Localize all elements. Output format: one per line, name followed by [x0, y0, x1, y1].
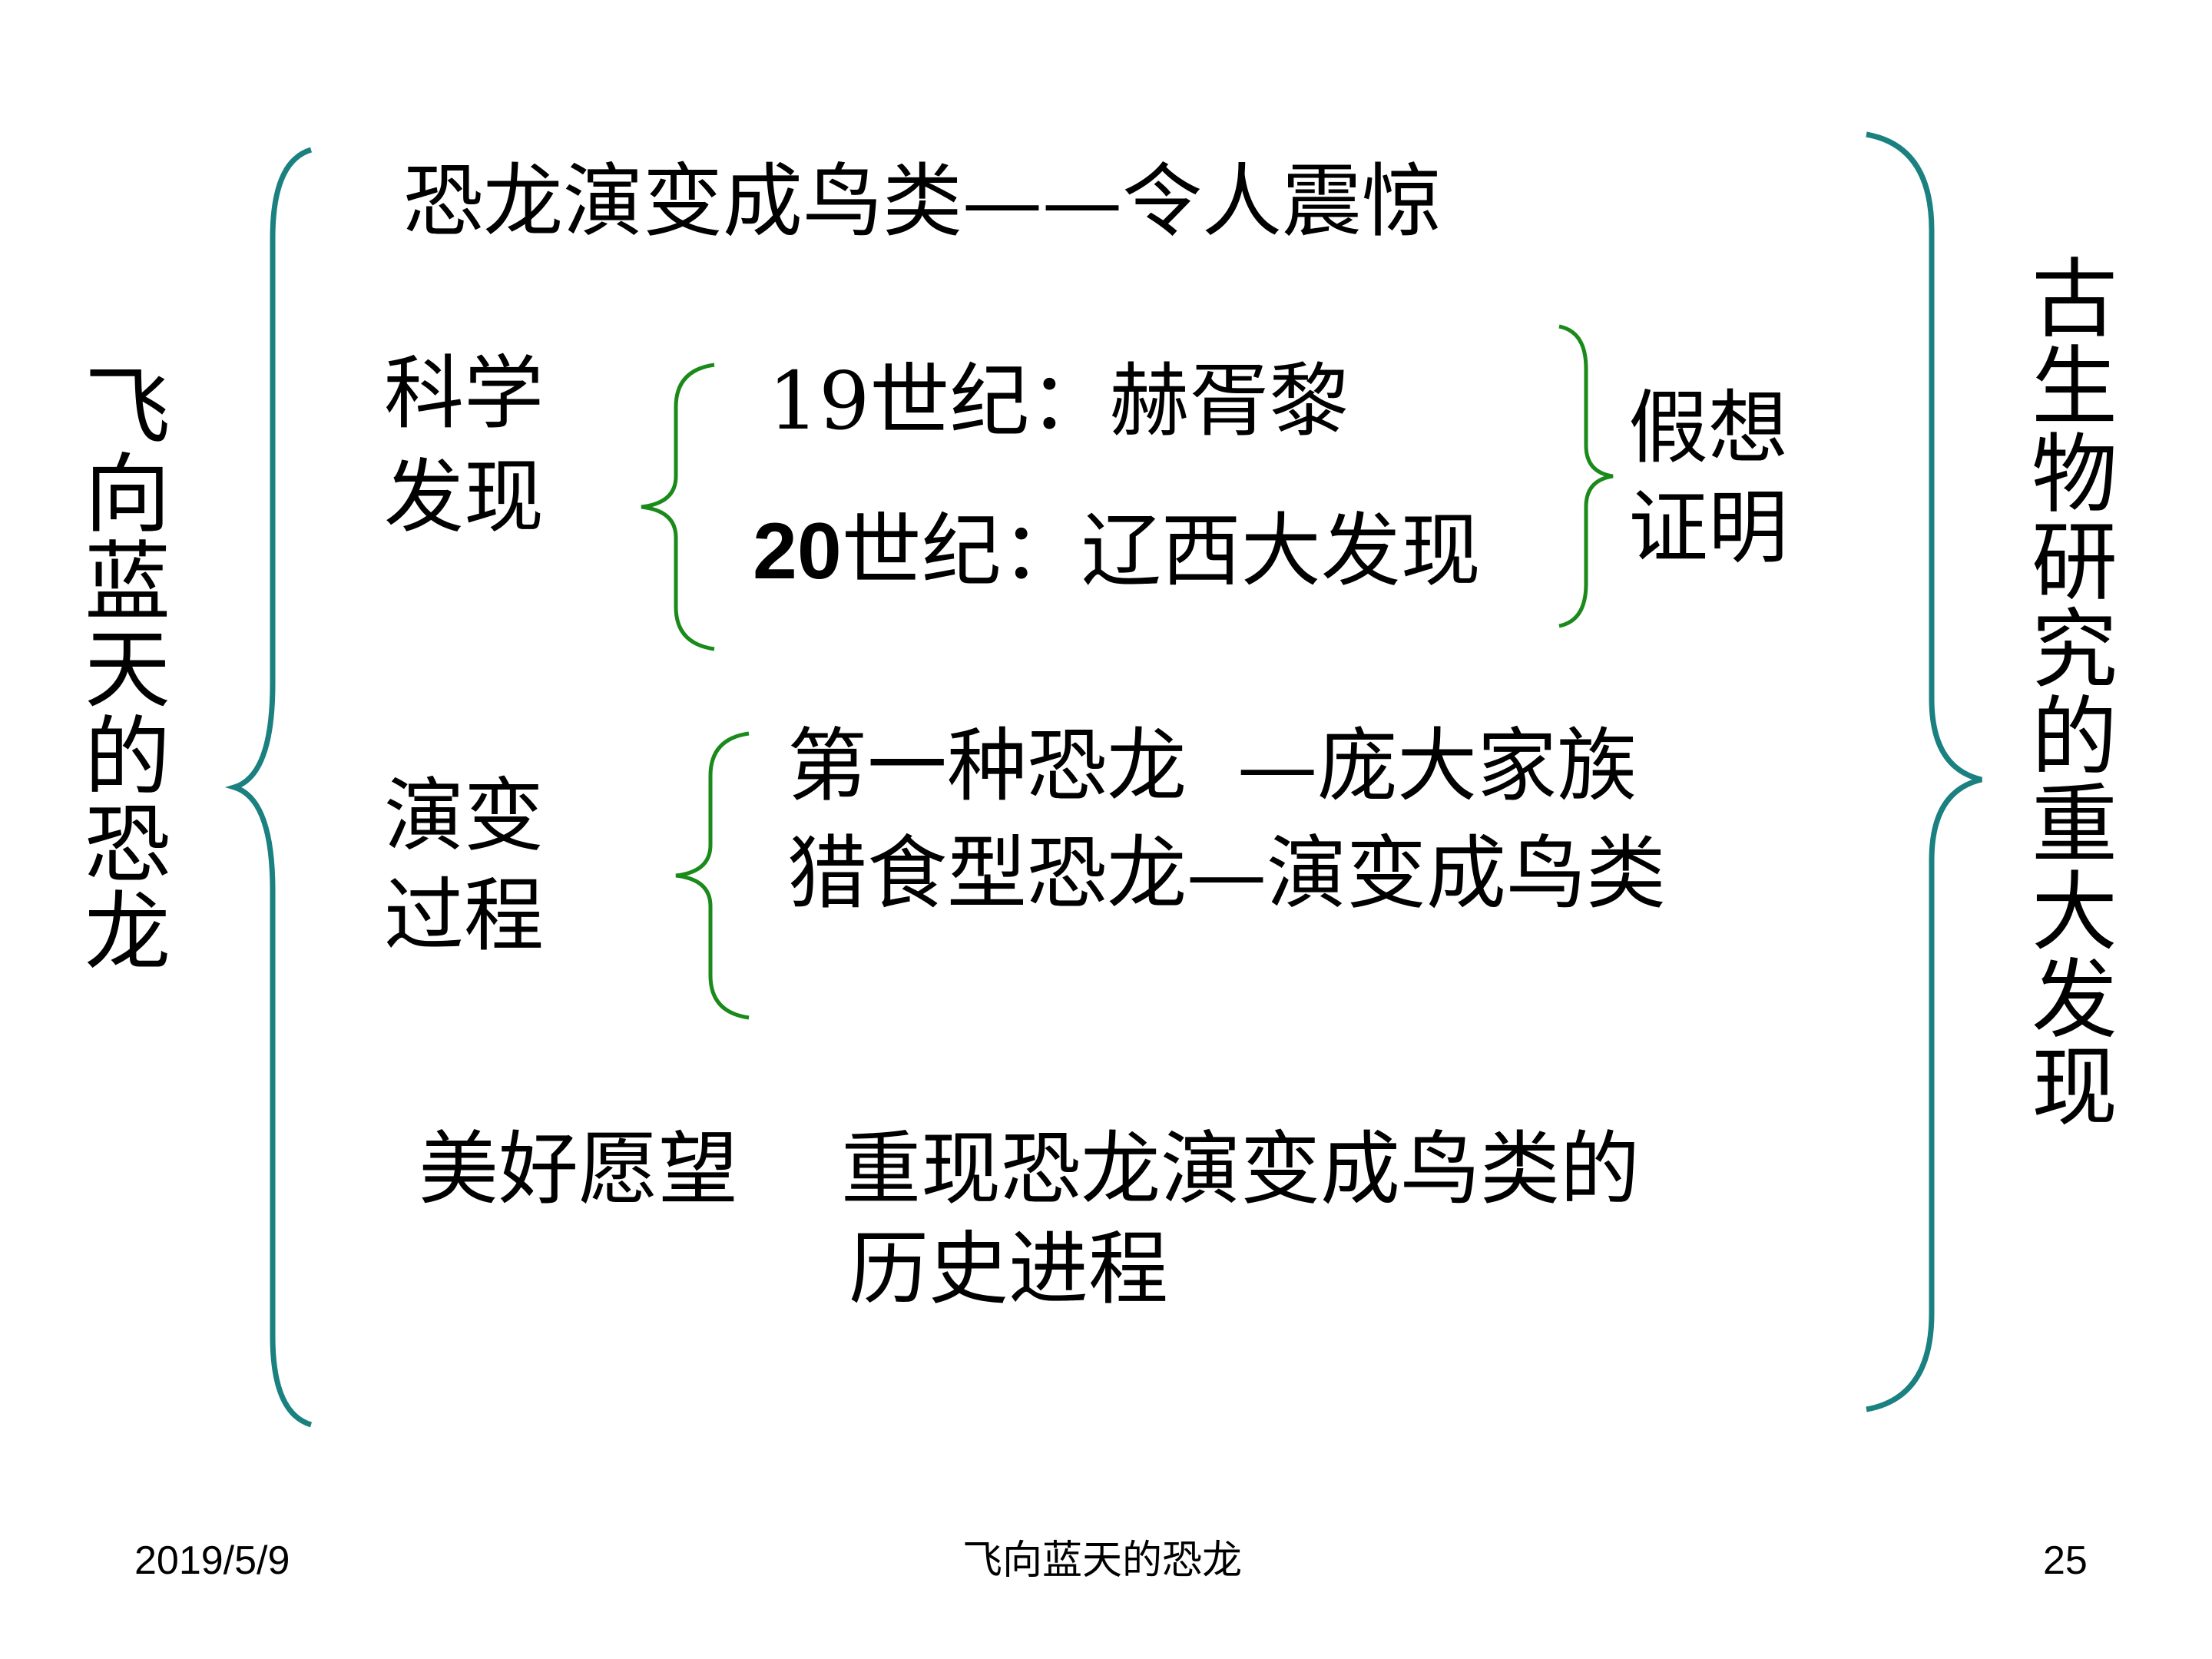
science-label-line2: 发现	[384, 450, 545, 544]
science-line1-text: 世纪：赫胥黎	[869, 354, 1349, 448]
footer-title: 飞向蓝天的恐龙	[962, 1538, 1243, 1584]
science-line1-num: 19	[768, 354, 870, 448]
hope-line2: 历史进程	[849, 1222, 1169, 1316]
science-side-line1: 假想	[1628, 381, 1789, 475]
outer-left-brace	[224, 147, 313, 1428]
right-vertical-title: 古生物研究的重大发现	[2017, 253, 2117, 1129]
evolution-label-line1: 演变	[384, 769, 545, 863]
science-label-line1: 科学	[384, 346, 545, 440]
science-line2-text: 世纪：辽西大发现	[841, 504, 1481, 598]
evolution-left-brace-path	[675, 731, 750, 1020]
science-left-brace-path	[641, 363, 715, 651]
main-heading: 恐龙演变成鸟类——令人震惊	[403, 154, 1442, 248]
outer-left-brace-path	[224, 147, 313, 1428]
left-vertical-title: 飞向蓝天的恐龙	[70, 361, 170, 974]
footer-date: 2019/5/9	[134, 1538, 290, 1583]
outer-right-brace-path	[1866, 131, 1982, 1412]
science-right-brace	[1558, 324, 1614, 628]
evolution-line2: 猎食型恐龙—演变成鸟类	[787, 826, 1667, 920]
science-right-brace-path	[1558, 324, 1614, 628]
outer-right-brace	[1866, 131, 1982, 1412]
science-line2-num: 20	[753, 507, 842, 596]
science-side-line2: 证明	[1628, 481, 1789, 575]
science-left-brace	[641, 363, 715, 651]
hope-line1: 重现恐龙演变成鸟类的	[841, 1122, 1641, 1216]
evolution-label-line2: 过程	[384, 869, 545, 962]
hope-label: 美好愿望	[419, 1122, 739, 1216]
science-line1: 19世纪：赫胥黎	[768, 361, 1349, 441]
science-line2: 20世纪：辽西大发现	[753, 511, 1481, 591]
footer-page-number: 25	[2043, 1538, 2088, 1583]
evolution-line1: 第一种恐龙 —庞大家族	[787, 719, 1637, 813]
evolution-left-brace	[675, 731, 750, 1020]
